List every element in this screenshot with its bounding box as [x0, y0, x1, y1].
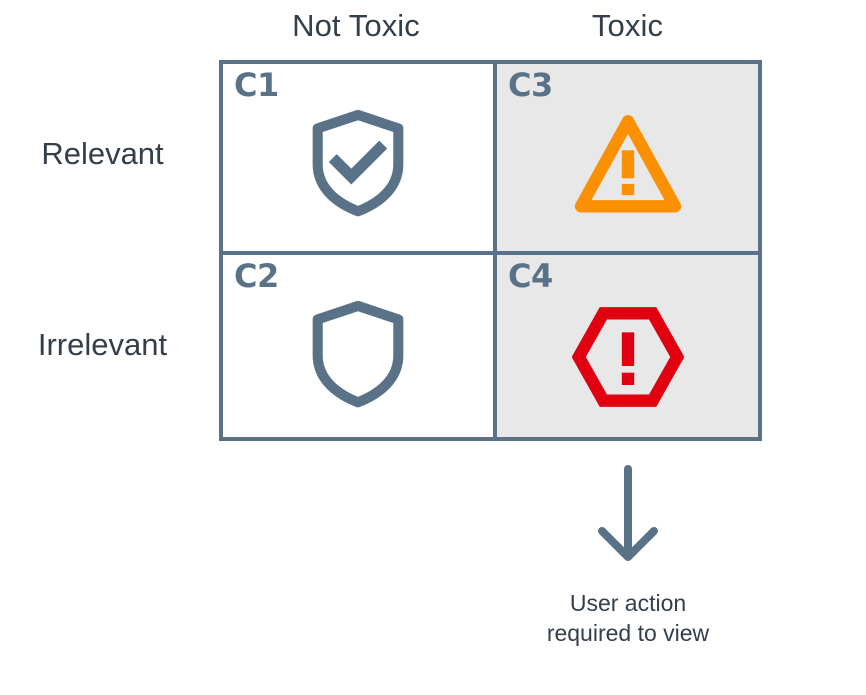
row-header-relevant: Relevant: [41, 136, 164, 171]
row-header-irrelevant: Irrelevant: [37, 327, 168, 362]
hexagon-alert-icon: [571, 307, 684, 407]
cell-label-c1: C1: [234, 66, 279, 104]
matrix-cell-c3: C3: [493, 64, 758, 251]
arrow-down-container: [592, 465, 664, 565]
column-header-not-toxic: Not Toxic: [292, 8, 420, 43]
annotation-caption: User action required to view: [546, 590, 710, 646]
shield-empty-icon: [312, 300, 404, 408]
matrix-cell-c2: C2: [223, 251, 493, 437]
matrix-cell-c1: C1: [223, 64, 493, 251]
arrow-down-icon: [598, 465, 658, 561]
quadrant-matrix: C1 C3 C2 C4: [219, 60, 762, 441]
matrix-cell-c4: C4: [493, 251, 758, 437]
warning-triangle-icon: [574, 115, 681, 213]
cell-label-c3: C3: [508, 66, 553, 104]
cell-label-c4: C4: [508, 257, 553, 295]
cell-label-c2: C2: [234, 257, 279, 295]
column-header-toxic: Toxic: [591, 8, 664, 43]
shield-check-icon: [312, 109, 404, 217]
